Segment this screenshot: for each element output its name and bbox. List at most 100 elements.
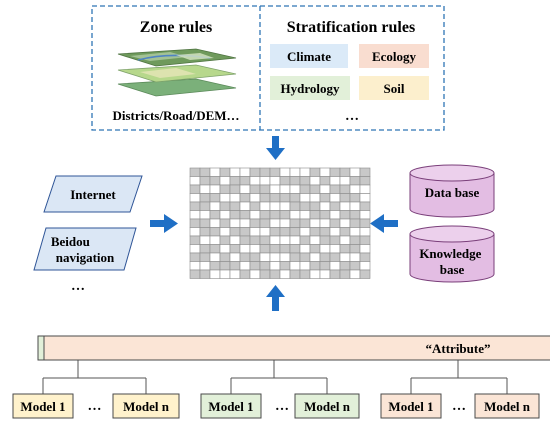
grid-cell <box>249 193 261 203</box>
grid-cell <box>219 184 231 194</box>
grid-cell <box>239 227 251 237</box>
grid-cell <box>319 210 331 220</box>
grid-cell <box>289 252 301 262</box>
grid-cell <box>309 210 321 220</box>
grid-cell <box>339 252 351 262</box>
grid-cell <box>329 210 341 220</box>
grid-cell <box>309 244 321 254</box>
grid-cell <box>359 167 371 177</box>
factor-soil-label: Soil <box>384 81 405 96</box>
grid-cell <box>349 218 361 228</box>
factor-ecology-label: Ecology <box>372 49 417 64</box>
grid-cell <box>279 176 291 186</box>
grid-cell <box>259 252 271 262</box>
grid-cell <box>329 235 341 245</box>
knowledge-base-line2: base <box>440 262 465 277</box>
grid-cell <box>349 193 361 203</box>
grid-cell <box>299 261 311 271</box>
grid-cell <box>269 218 281 228</box>
grid-cell <box>319 176 331 186</box>
cylinder-data-base: Data base <box>409 164 495 218</box>
grid-cell <box>259 167 271 177</box>
source-beidou-line2: navigation <box>56 250 115 265</box>
factor-hydrology: Hydrology <box>270 76 350 100</box>
grid-cell <box>219 269 231 279</box>
grid-cell <box>239 218 251 228</box>
grid-cell <box>229 261 241 271</box>
grid-cell <box>209 244 221 254</box>
grid-cell <box>219 201 231 211</box>
grid-cell <box>329 193 341 203</box>
grid-cell <box>329 252 341 262</box>
grid-cell <box>319 261 331 271</box>
grid-cell <box>259 261 271 271</box>
grid-cell <box>269 261 281 271</box>
grid-cell <box>259 269 271 279</box>
grid-cell <box>329 269 341 279</box>
grid-cell <box>349 252 361 262</box>
grid-cell <box>189 176 201 186</box>
grid-cell <box>309 201 321 211</box>
model-label: Model n <box>123 399 170 414</box>
grid-cell <box>199 227 211 237</box>
grid-cell <box>329 227 341 237</box>
grid-cell <box>269 210 281 220</box>
grid-cell <box>199 184 211 194</box>
model-box <box>294 393 360 419</box>
sources-ellipsis: … <box>71 279 85 294</box>
grid-cell <box>329 261 341 271</box>
grid-cell <box>339 210 351 220</box>
dimension-box-attribute <box>43 335 550 361</box>
grid-cell <box>189 261 201 271</box>
grid-cell <box>299 227 311 237</box>
grid-cell <box>329 167 341 177</box>
grid-cell <box>319 201 331 211</box>
grid-cell <box>359 261 371 271</box>
grid-cell <box>309 176 321 186</box>
grid-cell <box>299 201 311 211</box>
grid-cell <box>299 210 311 220</box>
grid-cell <box>359 184 371 194</box>
grid-cell <box>349 201 361 211</box>
grid-cell <box>319 227 331 237</box>
grid-cell <box>229 235 241 245</box>
rules-panel <box>91 5 445 131</box>
map-layers-icon <box>117 48 237 97</box>
grid-cell <box>209 184 221 194</box>
grid-cell <box>189 193 201 203</box>
grid-cell <box>299 167 311 177</box>
grid-cell <box>289 269 301 279</box>
grid-cell <box>199 252 211 262</box>
grid-cell <box>309 252 321 262</box>
model-box <box>380 393 442 419</box>
grid-cell <box>259 193 271 203</box>
grid-cell <box>279 193 291 203</box>
grid-cell <box>319 218 331 228</box>
grid-cell <box>289 218 301 228</box>
grid-cell <box>339 227 351 237</box>
grid-cell <box>229 201 241 211</box>
source-beidou-line1: Beidou <box>51 234 90 249</box>
grid-cell <box>229 167 241 177</box>
grid-cell <box>289 235 301 245</box>
grid-cell <box>219 193 231 203</box>
grid-cell <box>239 176 251 186</box>
factor-hydrology-label: Hydrology <box>281 81 340 96</box>
grid-cell <box>309 261 321 271</box>
grid-cell <box>299 176 311 186</box>
grid-cell <box>269 184 281 194</box>
grid-cell <box>279 218 291 228</box>
grid-cell <box>249 227 261 237</box>
grid-cell <box>259 184 271 194</box>
grid-cell <box>289 167 301 177</box>
grid-cell <box>329 184 341 194</box>
knowledge-base-label: Knowledge base <box>419 246 484 277</box>
grid-cell <box>309 184 321 194</box>
grid-cell <box>189 201 201 211</box>
grid-cell <box>339 167 351 177</box>
grid-cell <box>249 184 261 194</box>
grid-cell <box>269 252 281 262</box>
grid-cell <box>279 269 291 279</box>
grid-cell <box>359 218 371 228</box>
